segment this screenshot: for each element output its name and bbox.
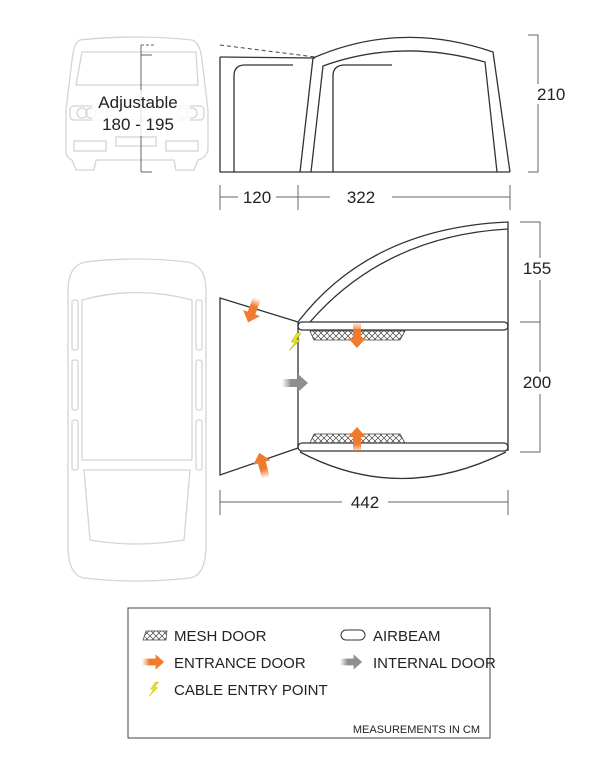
main-width: 322 — [347, 188, 375, 207]
units-note: MEASUREMENTS IN CM — [353, 724, 480, 736]
side-dimensions: 120 322 210 — [219, 34, 565, 210]
legend-internal-door: INTERNAL DOOR — [373, 655, 496, 672]
van-top-view — [67, 258, 207, 582]
plan-dimensions: 155 200 442 — [219, 221, 555, 515]
airbeam-bottom — [297, 442, 509, 452]
front-depth: 155 — [523, 259, 551, 278]
airbeam-icon — [340, 629, 366, 641]
airbeam-top — [297, 321, 509, 331]
mesh-door-icon — [142, 630, 168, 641]
legend-mesh-door: MESH DOOR — [174, 628, 267, 645]
legend-cable-entry: CABLE ENTRY POINT — [174, 682, 328, 699]
van-rear-view: Adjustable 180 - 195 — [65, 36, 209, 173]
adjustable-range: 180 - 195 — [102, 115, 174, 134]
entrance-arrow-icon — [250, 450, 275, 481]
legend-entrance-door: ENTRANCE DOOR — [174, 655, 306, 672]
tent-plan-view — [219, 221, 509, 481]
adjustable-label: Adjustable — [98, 93, 177, 112]
tent-side-view — [219, 36, 511, 173]
rear-depth: 200 — [523, 373, 551, 392]
legend-airbeam: AIRBEAM — [373, 628, 441, 645]
cable-entry-icon — [288, 332, 302, 352]
internal-door-arrow-icon — [282, 374, 308, 392]
height-dimension: 210 — [537, 85, 565, 104]
legend: MESH DOOR AIRBEAM ENTRANCE DOOR INTERNAL… — [127, 607, 496, 739]
porch-width: 120 — [243, 188, 271, 207]
total-length: 442 — [351, 493, 379, 512]
